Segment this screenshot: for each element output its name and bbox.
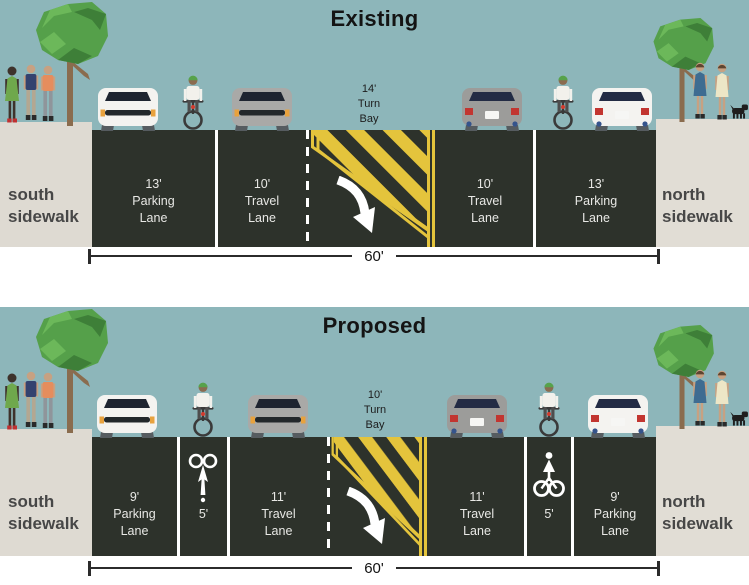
lane-line <box>533 130 536 247</box>
pedestrian-icon <box>38 372 58 429</box>
existing-east-travel-lane-label: 10' Travel Lane <box>467 177 503 225</box>
lane-line <box>215 130 218 247</box>
cyclist-icon <box>176 73 210 131</box>
dimension-rule <box>91 567 353 569</box>
proposed-east-travel-lane-label: 11' Travel Lane <box>459 490 495 538</box>
existing-total-width-label: 60' <box>364 247 384 265</box>
proposed-north-sidewalk <box>656 426 749 556</box>
cyclist-icon <box>546 73 580 131</box>
bike-lane-symbol-icon <box>188 452 218 504</box>
car-front-icon <box>95 392 159 438</box>
dashed-lane-line <box>306 130 309 247</box>
existing-panel-title: Existing <box>330 6 419 31</box>
proposed-west-travel-lane-label: 11' Travel Lane <box>261 490 296 538</box>
car-front-icon <box>246 392 310 438</box>
existing-north-sidewalk <box>656 119 749 247</box>
existing-east-parking-lane-label: 13' Parking Lane <box>574 177 618 225</box>
dog-icon <box>730 104 749 119</box>
turn-arrow-icon <box>326 176 386 240</box>
pedestrian-icon <box>2 373 22 430</box>
existing-dimension-line: 60' <box>88 247 660 265</box>
existing-south-sidewalk <box>0 122 92 247</box>
car-rear-icon <box>460 85 524 131</box>
turn-arrow-icon <box>336 487 396 551</box>
dimension-tick <box>88 248 91 264</box>
proposed-total-width-label: 60' <box>364 559 384 577</box>
proposed-east-parking-lane-label: 9' Parking Lane <box>593 490 637 538</box>
pedestrian-icon <box>690 369 710 426</box>
dashed-lane-line <box>327 437 330 556</box>
dimension-rule <box>395 255 657 257</box>
bike-lane-symbol-icon <box>532 450 566 502</box>
dimension-tick <box>657 560 660 576</box>
double-yellow-line <box>424 437 427 556</box>
existing-south-sidewalk-label: south sidewalk <box>8 185 79 227</box>
car-rear-icon <box>590 85 654 131</box>
proposed-south-sidewalk-label: south sidewalk <box>8 492 79 534</box>
lane-line <box>524 437 527 556</box>
dimension-rule <box>395 567 657 569</box>
dimension-rule <box>91 255 353 257</box>
double-yellow-line <box>427 130 430 247</box>
car-rear-icon <box>586 392 650 438</box>
dimension-tick <box>657 248 660 264</box>
lane-line <box>571 437 574 556</box>
existing-turn-bay-label: 14' Turn Bay <box>357 83 381 125</box>
existing-west-travel-lane-label: 10' Travel Lane <box>244 177 280 225</box>
pedestrian-icon <box>712 370 732 427</box>
car-front-icon <box>230 85 294 131</box>
double-yellow-line <box>419 437 422 556</box>
proposed-west-bike-lane-label: 5' <box>198 507 209 521</box>
car-front-icon <box>96 85 160 131</box>
double-yellow-line <box>432 130 435 247</box>
lane-line <box>177 437 180 556</box>
cyclist-icon <box>532 380 566 438</box>
proposed-north-sidewalk-label: north sidewalk <box>662 492 733 534</box>
proposed-panel-title: Proposed <box>322 313 427 338</box>
pedestrian-icon <box>690 62 710 119</box>
lane-line <box>227 437 230 556</box>
proposed-east-bike-lane-label: 5' <box>544 507 554 521</box>
existing-north-sidewalk-label: north sidewalk <box>662 185 733 227</box>
proposed-dimension-line: 60' <box>88 559 660 577</box>
proposed-west-parking-lane-label: 9' Parking Lane <box>113 490 156 538</box>
cyclist-icon <box>186 380 220 438</box>
existing-west-parking-lane-label: 13' Parking Lane <box>132 177 175 225</box>
pedestrian-icon <box>2 66 22 123</box>
car-rear-icon <box>445 392 509 438</box>
pedestrian-icon <box>712 63 732 120</box>
proposed-turn-bay-label: 10' Turn Bay <box>363 389 387 431</box>
pedestrian-icon <box>38 65 58 122</box>
proposed-south-sidewalk <box>0 429 92 556</box>
dog-icon <box>730 411 749 426</box>
dimension-tick <box>88 560 91 576</box>
